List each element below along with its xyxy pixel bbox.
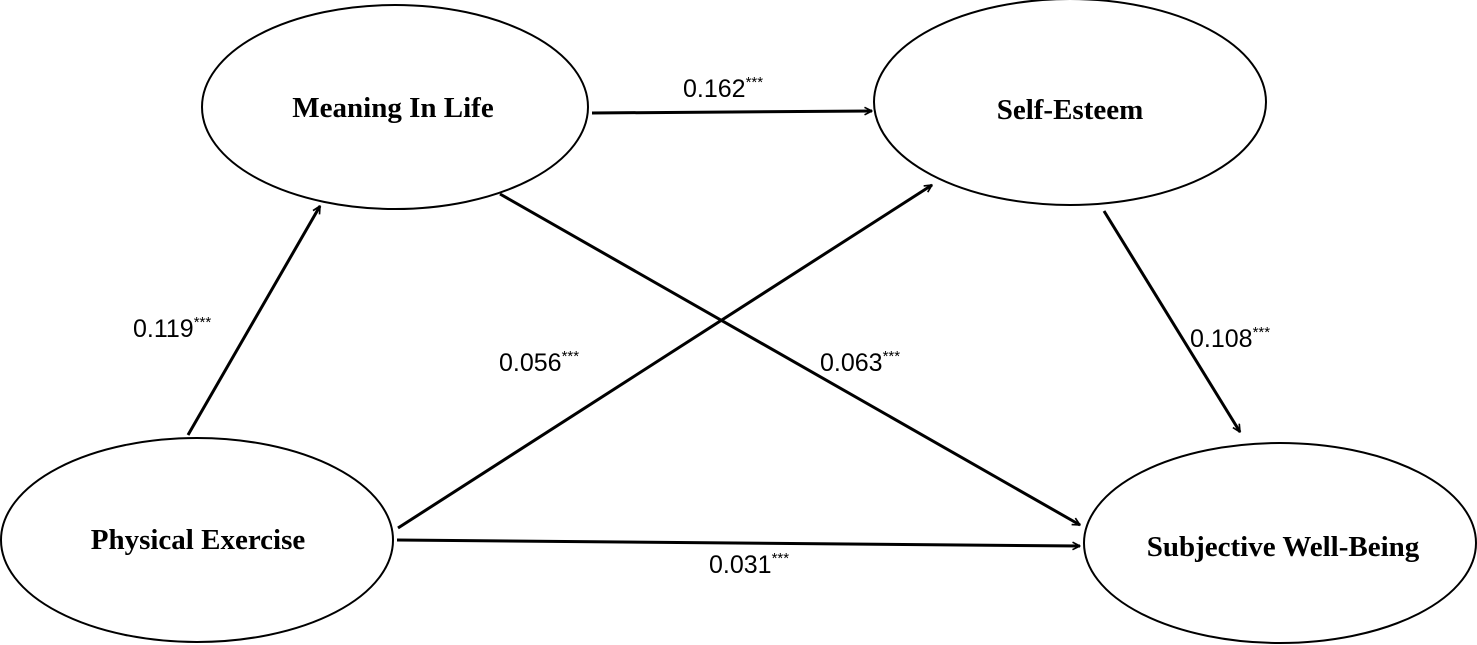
node-self-esteem: Self-Esteem — [873, 0, 1267, 206]
coef-value: 0.063 — [820, 349, 883, 377]
meaning-in-life-label: Meaning In Life — [292, 92, 494, 124]
physical-exercise-label: Physical Exercise — [91, 524, 306, 556]
coef-label-pe-to-se: 0.056*** — [499, 348, 579, 377]
path-arrow-mil-to-swb — [499, 192, 1080, 527]
coef-value: 0.056 — [499, 349, 562, 377]
subjective-well-being-ellipse — [1083, 442, 1477, 644]
significance-mark: *** — [772, 550, 790, 567]
self-esteem-label: Self-Esteem — [997, 94, 1144, 126]
coef-value: 0.108 — [1190, 325, 1253, 353]
subjective-well-being-label: Subjective Well-Being — [1147, 531, 1420, 563]
path-arrow-se-to-swb — [1102, 210, 1242, 432]
svg-text:0.063***: 0.063*** — [820, 348, 900, 377]
physical-exercise-ellipse — [0, 437, 394, 643]
coef-value: 0.119 — [133, 315, 194, 343]
path-arrow-pe-to-se — [397, 183, 932, 530]
svg-text:0.031***: 0.031*** — [709, 550, 789, 579]
significance-mark: *** — [562, 348, 580, 365]
coef-value: 0.031 — [709, 551, 772, 579]
coef-value: 0.162 — [683, 75, 746, 103]
significance-mark: *** — [1253, 324, 1271, 341]
coef-label-mil-to-swb: 0.063*** — [820, 348, 900, 377]
svg-text:0.162***: 0.162*** — [683, 74, 763, 103]
coef-label-pe-to-swb: 0.031*** — [709, 550, 789, 579]
self-esteem-ellipse — [873, 0, 1267, 206]
significance-mark: *** — [194, 314, 212, 331]
node-subjective-well-being: Subjective Well-Being — [1083, 442, 1477, 644]
node-meaning-in-life: Meaning In Life — [201, 4, 589, 210]
path-arrow-mil-to-se — [591, 111, 872, 113]
svg-text:0.108***: 0.108*** — [1190, 324, 1270, 353]
path-arrow-pe-to-mil — [186, 206, 322, 436]
coef-label-pe-to-mil: 0.119*** — [133, 314, 211, 343]
meaning-in-life-ellipse — [201, 4, 589, 210]
svg-text:0.056***: 0.056*** — [499, 348, 579, 377]
coef-label-se-to-swb: 0.108*** — [1190, 324, 1270, 353]
coef-label-mil-to-se: 0.162*** — [683, 74, 763, 103]
node-physical-exercise: Physical Exercise — [0, 437, 394, 643]
path-arrow-pe-to-swb — [396, 538, 1080, 546]
svg-text:0.119***: 0.119*** — [133, 314, 211, 343]
significance-mark: *** — [746, 74, 764, 91]
significance-mark: *** — [883, 348, 901, 365]
